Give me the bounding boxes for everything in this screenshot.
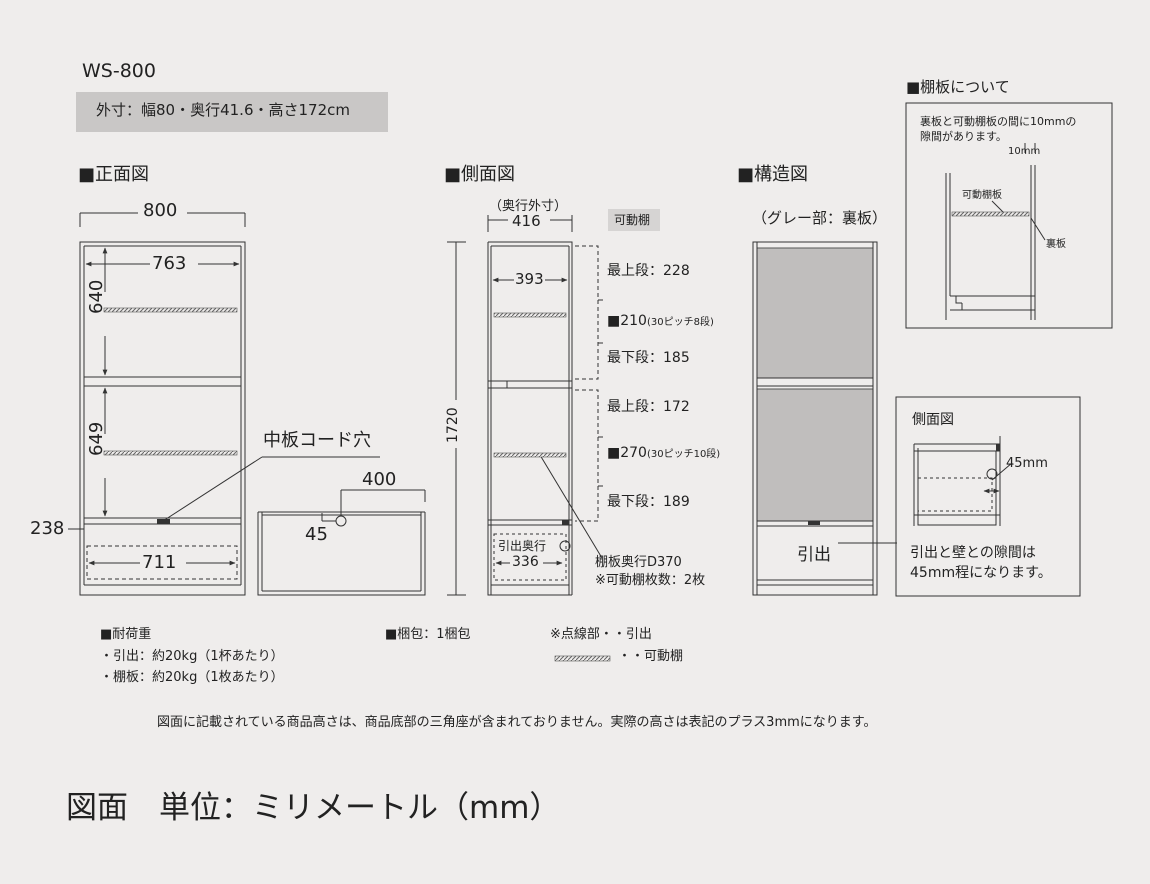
package-info: ■梱包：1梱包	[385, 627, 471, 642]
cord-hole-label: 中板コード穴	[263, 430, 371, 451]
movable-shelf-label: 可動棚	[614, 213, 651, 227]
shelf-detail-title: ■棚板について	[906, 78, 1010, 96]
front-lower-height: 649	[86, 421, 107, 456]
legend-dotted: ※点線部・・引出	[550, 627, 652, 642]
shelf-detail-drawing	[905, 102, 1113, 329]
cord-hole-size: 45	[305, 524, 328, 545]
dimension-text: 外寸：幅80・奥行41.6・高さ172cm	[96, 101, 350, 119]
side-detail-note-2: 45mm程になります。	[910, 565, 1052, 581]
structure-view-drawing	[752, 241, 897, 596]
side-view-title: ■側面図	[444, 164, 516, 185]
back-board-label: 裏板	[1046, 239, 1066, 250]
drawer-label: 引出	[797, 545, 831, 565]
side-view-drawing	[447, 215, 603, 596]
side-detail-title: 側面図	[912, 412, 954, 428]
depth-inner: 393	[515, 270, 544, 288]
upper-bottom-position: 最下段：185	[607, 350, 690, 366]
back-panel-note: （グレー部：裏板）	[752, 209, 888, 227]
front-view-title: ■正面図	[78, 164, 150, 185]
lower-top-position: 最上段：172	[607, 399, 690, 415]
legend-hatch-swatch	[554, 655, 611, 662]
side-detail-note-1: 引出と壁との隙間は	[910, 545, 1036, 561]
shelf-depth: 棚板奥行D370	[595, 555, 682, 570]
lower-bottom-position: 最下段：189	[607, 494, 690, 510]
load-drawer: ・引出：約20kg（1杯あたり）	[100, 649, 284, 664]
model-name: WS-800	[82, 60, 156, 82]
footnote: 図面に記載されている商品高さは、商品底部の三角座が含まれておりません。実際の高さ…	[157, 715, 877, 730]
depth-outer: 416	[512, 212, 541, 230]
shelf-detail-desc-2: 隙間があります。	[920, 130, 1007, 143]
side-detail-gap: 45mm	[1006, 456, 1048, 471]
depth-label: （奥行外寸）	[489, 199, 568, 214]
footer-title: 図面 単位：ミリメートル（mm）	[66, 790, 561, 826]
cord-hole-detail	[257, 489, 426, 596]
front-outer-width: 800	[143, 200, 178, 221]
drawer-height: 238	[30, 518, 65, 539]
front-inner-width: 763	[152, 253, 187, 274]
shelf-count: ※可動棚枚数：2枚	[595, 573, 706, 588]
load-title: ■耐荷重	[100, 627, 152, 642]
front-view-drawing	[68, 212, 380, 596]
cord-width: 400	[362, 469, 397, 490]
dimension-band	[76, 92, 388, 132]
drawer-depth: 336	[512, 554, 539, 570]
upper-pitch: ■210(30ピッチ8段)	[607, 313, 714, 329]
legend-hatched: ・・可動棚	[618, 649, 684, 664]
drawer-width: 711	[142, 552, 177, 573]
upper-top-position: 最上段：228	[607, 263, 690, 279]
movable-shelf-board-label: 可動棚板	[962, 190, 1002, 201]
shelf-detail-desc-1: 裏板と可動棚板の間に10mmの	[920, 115, 1077, 128]
shelf-gap: 10mm	[1008, 146, 1041, 157]
load-shelf: ・棚板：約20kg（1枚あたり）	[100, 670, 284, 685]
lower-pitch: ■270(30ピッチ10段)	[607, 445, 721, 461]
movable-shelf-tag	[608, 209, 660, 231]
cabinet-height: 1720	[445, 407, 461, 443]
front-upper-height: 640	[86, 279, 107, 314]
drawer-depth-label: 引出奥行	[498, 539, 547, 553]
structure-view-title: ■構造図	[737, 164, 809, 185]
side-detail-drawing	[895, 396, 1081, 597]
